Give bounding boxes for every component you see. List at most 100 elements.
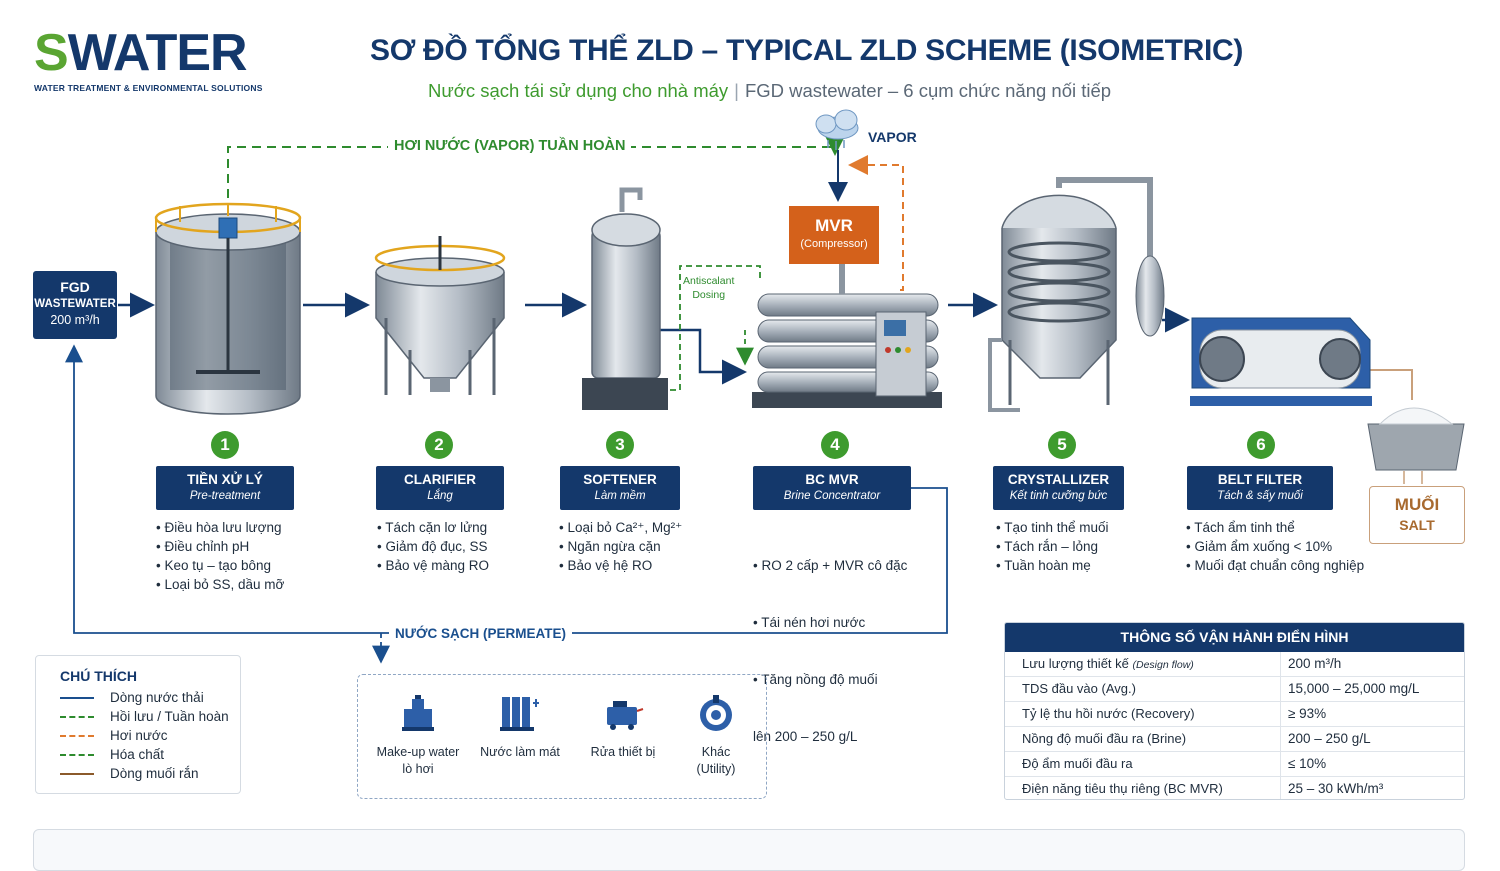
list-item: • Giảm ẩm xuống < 10%	[1186, 539, 1333, 554]
list-item: • RO 2 cấp + MVR cô đặc	[753, 558, 908, 573]
table-row: TDS đầu vào (Avg.)15,000 – 25,000 mg/L	[1005, 677, 1464, 702]
stage-3-bullets: • Loại bỏ Ca²⁺, Mg²⁺ • Ngăn ngừa cặn • B…	[559, 518, 682, 575]
legend-title: CHÚ THÍCH	[60, 668, 137, 684]
logo-wordmark: SWATER	[34, 26, 263, 80]
list-item: • Tách rắn – lỏng	[996, 539, 1099, 554]
table-row: Nồng độ muối đầu ra (Brine) 200 – 250 g/L	[1005, 727, 1464, 752]
salt-bin	[1367, 407, 1465, 471]
list-item: • Loại bỏ SS, dầu mỡ	[156, 577, 285, 592]
legend: CHÚ THÍCH Dòng nước thải Hồi lưu / Tuần …	[35, 655, 241, 794]
stage-4-badge: 4	[821, 431, 849, 459]
stage-4-box: BC MVR Brine Concentrator	[753, 466, 911, 510]
use-label: Rửa thiết bị	[590, 745, 656, 759]
stage-3-subtitle: Làm mềm	[594, 490, 646, 502]
subtitle-separator: |	[734, 80, 739, 101]
page-subtitle: Nước sạch tái sử dụng cho nhà máy|FGD wa…	[428, 80, 1111, 102]
param-value: 15,000 – 25,000 mg/L	[1288, 681, 1420, 696]
permeate-line	[65, 344, 948, 634]
stage-5-subtitle: Kết tinh cưỡng bức	[1009, 490, 1108, 502]
stage-6-bullets: • Tách ẩm tinh thể • Giảm ẩm xuống < 10%…	[1186, 518, 1364, 575]
operating-parameters-table: THÔNG SỐ VẬN HÀNH ĐIỂN HÌNH Lưu lượng th…	[1004, 622, 1465, 800]
stage-6-title: BELT FILTER	[1217, 472, 1303, 487]
param-key: Lưu lượng thiết kế	[1022, 656, 1133, 671]
legend-label: Dòng nước thải	[110, 690, 204, 705]
stage-2-box: CLARIFIER Lắng	[376, 466, 504, 510]
washer-icon	[607, 701, 644, 730]
stage-5-bullets: • Tạo tinh thể muối • Tách rắn – lỏng • …	[996, 518, 1109, 575]
use-washing: Rửa thiết bị	[580, 693, 666, 761]
param-key: Nồng độ muối đầu ra (Brine)	[1022, 731, 1187, 746]
softener-vessel	[582, 187, 668, 410]
list-item: • Ngăn ngừa cặn	[559, 539, 661, 554]
use-label: Nước làm mát	[480, 745, 560, 759]
params-divider	[1280, 652, 1281, 799]
vapor-return-path	[227, 136, 845, 198]
stage-3-box: SOFTENER Làm mềm	[560, 466, 680, 510]
salt-label-en: SALT	[1399, 517, 1435, 533]
use-utility: Khác(Utility)	[674, 693, 758, 778]
stage-1-title: TIỀN XỬ LÝ	[187, 472, 263, 487]
salt-flow-line	[1370, 369, 1413, 400]
stage-1-bullets: • Điều hòa lưu lượng • Điều chỉnh pH • K…	[156, 518, 284, 594]
list-item: • Tách cặn lơ lửng	[377, 520, 488, 535]
list-item: • Giảm độ đục, SS	[377, 539, 488, 554]
use-label: lò hơi	[402, 762, 434, 776]
page-title: SƠ ĐỒ TỔNG THỂ ZLD – TYPICAL ZLD SCHEME …	[370, 34, 1244, 67]
antiscalant-label-line2: Dosing	[692, 289, 726, 301]
use-cooling: Nước làm mát	[472, 693, 568, 761]
params-title: THÔNG SỐ VẬN HÀNH ĐIỂN HÌNH	[1005, 623, 1464, 652]
list-item: • Bảo vệ màng RO	[377, 558, 490, 573]
legend-item: Hơi nước	[60, 728, 168, 743]
param-value: 200 – 250 g/L	[1288, 731, 1371, 746]
list-item: • Điều hòa lưu lượng	[156, 520, 282, 535]
pretreatment-tank	[154, 202, 302, 415]
stage-3-badge: 3	[606, 431, 634, 459]
use-label: Make-up water	[376, 745, 460, 759]
legend-item: Hồi lưu / Tuần hoàn	[60, 709, 229, 724]
list-item: • Tách ẩm tinh thể	[1186, 520, 1295, 535]
list-item: lên 200 – 250 g/L	[753, 729, 858, 744]
legend-item: Hóa chất	[60, 747, 164, 762]
legend-item: Dòng nước thải	[60, 690, 204, 705]
legend-label: Dòng muối rắn	[110, 766, 199, 781]
list-item: • Loại bỏ Ca²⁺, Mg²⁺	[559, 520, 683, 535]
stage-1-badge: 1	[211, 431, 239, 459]
vapor-return-line	[227, 136, 845, 198]
param-value: 200 m³/h	[1288, 656, 1342, 671]
stage-4-subtitle: Brine Concentrator	[783, 490, 881, 502]
list-item: • Tăng nồng độ muối	[753, 672, 878, 687]
antiscalant-label: Antiscalant Dosing	[683, 274, 734, 302]
param-value: 25 – 30 kWh/m³	[1288, 781, 1384, 796]
input-line2: WASTEWATER	[34, 298, 116, 310]
list-item: • Tái nén hơi nước	[753, 615, 866, 630]
clarifier-tank	[374, 236, 506, 395]
table-row: Điện năng tiêu thụ riêng (BC MVR) 25 – 30…	[1005, 777, 1464, 799]
mvr-compressor: MVR (Compressor)	[789, 206, 879, 264]
input-line1: FGD	[60, 279, 90, 295]
permeate-label: NƯỚC SẠCH (PERMEATE)	[389, 626, 572, 641]
param-key: Điện năng tiêu thụ riêng (BC MVR)	[1022, 781, 1223, 796]
legend-label: Hơi nước	[110, 728, 168, 743]
stage-6-box: BELT FILTER Tách & sấy muối	[1187, 466, 1333, 510]
param-key-note: (Design flow)	[1132, 659, 1194, 671]
salt-label-vi: MUỐI	[1394, 495, 1440, 514]
steam-line	[848, 155, 904, 291]
table-row: Độ ẩm muối đầu ra≤ 10%	[1005, 752, 1464, 777]
mvr-name: MVR	[815, 216, 853, 235]
stage-5-box: CRYSTALLIZER Kết tinh cưỡng bức	[993, 466, 1124, 510]
table-row: Tỷ lệ thu hồi nước (Recovery)≥ 93%	[1005, 702, 1464, 727]
stage-6-subtitle: Tách & sấy muối	[1217, 490, 1303, 502]
bc-mvr-unit	[752, 264, 942, 408]
fgd-wastewater-input: FGD WASTEWATER 200 m³/h	[33, 271, 117, 339]
subtitle-reuse: Nước sạch tái sử dụng cho nhà máy	[428, 80, 729, 101]
footer-note-box	[33, 829, 1465, 871]
stage-2-bullets: • Tách cặn lơ lửng • Giảm độ đục, SS • B…	[377, 518, 489, 575]
cooling-tower-icon	[500, 697, 539, 731]
brand-logo: SWATER WATER TREATMENT & ENVIRONMENTAL S…	[34, 26, 263, 93]
stage-5-badge: 5	[1048, 431, 1076, 459]
utility-icon	[700, 695, 732, 731]
param-value: ≥ 93%	[1288, 706, 1327, 721]
boiler-icon	[402, 695, 434, 731]
